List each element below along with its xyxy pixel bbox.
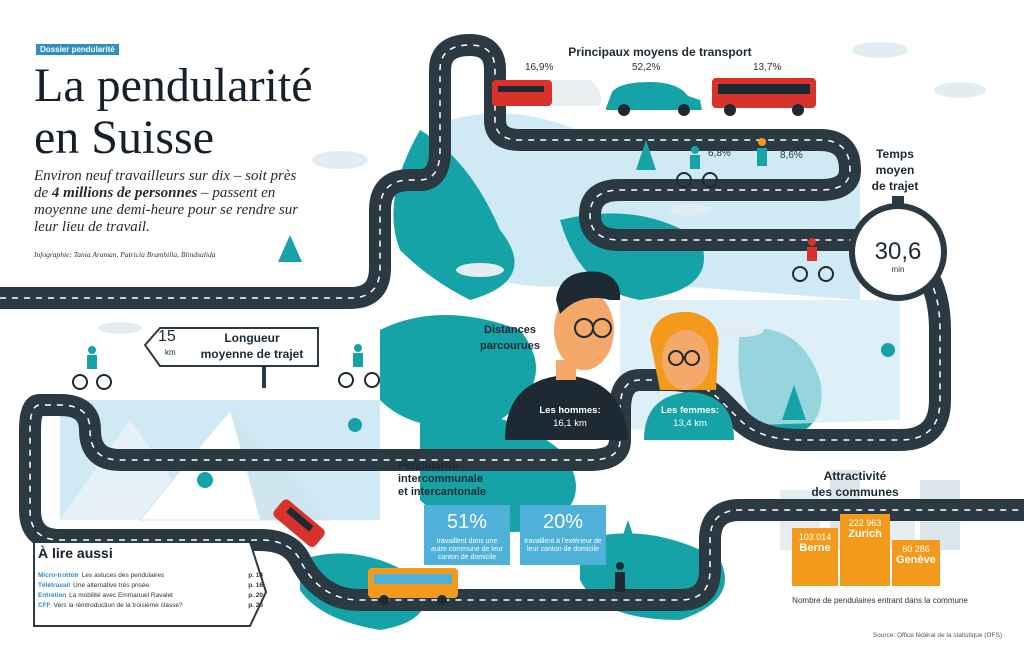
intercommunal-text: travaillent dans une autre commune de le… — [431, 538, 503, 561]
bike-percent: 6,8% — [708, 148, 731, 159]
walk-percent: 8,6% — [780, 150, 803, 161]
travel-time-heading-3: de trajet — [871, 179, 919, 193]
reading-key: Entretien — [38, 592, 67, 599]
men-label: Les hommes: — [539, 405, 601, 416]
city-value: 103 014 — [798, 532, 832, 542]
length-label: Longueur moyenne de trajet — [192, 330, 312, 362]
distances-heading-1: Distances — [484, 324, 536, 336]
bus-icon — [712, 78, 816, 116]
length-label-2: moyenne de trajet — [200, 347, 304, 361]
reading-desc: Vers la réintroduction de la troisième c… — [53, 602, 183, 609]
attractivity-heading: Attractivité des communes — [800, 468, 910, 500]
intercantonal-box: 20% travaillent à l'extérieur de leur ca… — [520, 505, 606, 565]
reading-key: CFF — [38, 602, 51, 609]
lede-part-2: – passent en moyenne une demi-heure pour… — [34, 185, 299, 235]
travel-time-heading: Temps moyen de trajet — [855, 146, 935, 194]
stopwatch-icon — [849, 196, 947, 301]
bus-percent: 13,7% — [753, 62, 782, 73]
city-zurich: 222 963 Zurich — [840, 514, 890, 586]
women-value: 13,4 km — [673, 418, 707, 429]
attractivity-heading-2: des communes — [811, 485, 899, 499]
cloud-icon — [98, 42, 986, 337]
credit: Infographie: Tania Araman, Patricia Bram… — [34, 250, 216, 259]
reading-desc: La mobilité avec Emmanuel Ravalet — [69, 592, 173, 599]
city-name: Berne — [799, 542, 831, 554]
distance-sign-icon — [143, 327, 319, 388]
title-line-2: en Suisse — [34, 111, 214, 164]
reading-desc: Les astuces des pendulaires — [81, 572, 165, 579]
distances-heading: Distances parcourues — [460, 322, 560, 354]
woman-avatar — [644, 311, 734, 440]
car-percent: 52,2% — [632, 62, 661, 73]
page-title: La pendularité en Suisse — [34, 60, 313, 164]
reading-key: Télétravail — [38, 582, 71, 589]
train-percent: 16,9% — [525, 62, 554, 73]
rider-icon — [87, 146, 817, 369]
cyclist-icon — [72, 172, 834, 390]
city-value: 60 286 — [902, 544, 930, 554]
red-car-icon — [273, 499, 325, 547]
travel-time-unit: min — [891, 265, 905, 274]
train-icon — [492, 80, 602, 106]
pedestrian-icon — [615, 138, 767, 592]
reading-list-heading: À lire aussi — [38, 545, 113, 561]
intercantonal-text: travaillent à l'extérieur de leur canton… — [524, 538, 602, 553]
attractivity-caption: Nombre de pendulaires entrant dans la co… — [792, 596, 968, 605]
intercommunal-heading: Pendularité intercommunale et intercanto… — [398, 460, 508, 499]
travel-time-heading-2: moyen — [875, 163, 915, 177]
intercommunal-percent: 51% — [446, 511, 488, 533]
road-markings — [0, 44, 1024, 601]
reading-desc: Une alternative très prisée. — [73, 582, 151, 589]
city-berne: 103 014 Berne — [792, 528, 838, 586]
attractivity-heading-1: Attractivité — [823, 469, 887, 483]
city-name: Zurich — [848, 528, 882, 540]
length-value: 15 — [158, 328, 176, 345]
travel-time-heading-1: Temps — [876, 147, 914, 161]
title-line-1: La pendularité — [34, 59, 313, 112]
lede: Environ neuf travailleurs sur dix – soit… — [34, 168, 299, 236]
city-name: Genève — [896, 554, 936, 566]
travel-time-value: 30,6 — [874, 238, 922, 265]
car-icon — [606, 82, 702, 116]
transport-heading: Principaux moyens de transport — [568, 45, 752, 59]
reading-page: p. 20 — [248, 592, 263, 599]
city-value: 222 963 — [848, 518, 882, 528]
intercantonal-percent: 20% — [542, 511, 584, 533]
distances-heading-2: parcourues — [480, 340, 540, 352]
man-avatar — [505, 271, 628, 440]
reading-sign-icon — [33, 541, 268, 627]
reading-key: Micro-trottoir — [38, 572, 79, 579]
length-unit: km — [165, 348, 176, 357]
reading-page: p. 16 — [248, 582, 263, 589]
intercommunal-heading-3: et intercantonale — [398, 486, 487, 498]
round-tree-icon — [197, 343, 895, 488]
intercommunal-heading-2: intercommunale — [398, 473, 483, 485]
landscape-teal-lower — [420, 414, 576, 532]
reading-page: p. 14 — [248, 572, 263, 579]
landscape-teal-mid2 — [380, 315, 536, 427]
source-note: Source: Office fédéral de la statistique… — [872, 632, 1002, 639]
intercommunal-box: 51% travaillent dans une autre commune d… — [424, 505, 510, 565]
tree-icon — [278, 140, 806, 550]
city-geneve: 60 286 Genève — [892, 540, 940, 586]
lede-highlight: 4 millions de personnes — [51, 185, 198, 201]
lede-part-1: Environ neuf travailleurs sur dix – soit… — [34, 168, 297, 201]
yellow-bus-icon — [368, 568, 458, 605]
length-label-1: Longueur — [224, 331, 280, 345]
men-value: 16,1 km — [553, 418, 587, 429]
women-label: Les femmes: — [660, 405, 720, 416]
reading-page: p. 26 — [248, 602, 263, 609]
section-tag: Dossier pendularité — [36, 44, 119, 55]
intercommunal-heading-1: Pendularité — [398, 460, 458, 472]
